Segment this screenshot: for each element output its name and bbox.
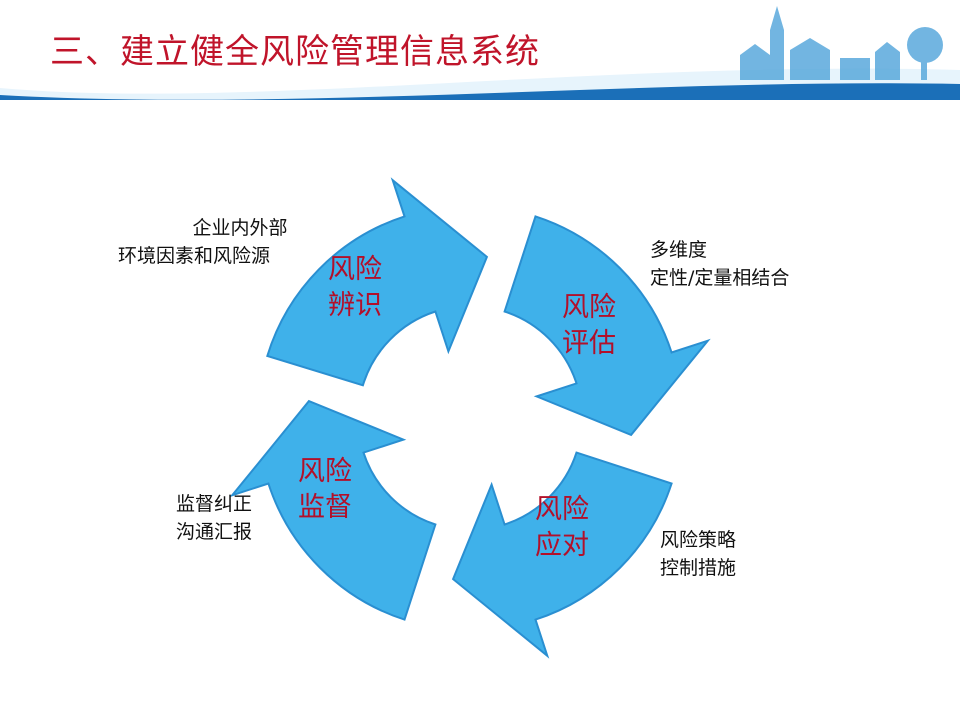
note-identify: 企业内外部 — [192, 217, 288, 239]
stage-label-monitor: 风险监督 — [298, 456, 352, 523]
note-monitor: 监督纠正沟通汇报 — [176, 493, 253, 543]
header-banner: 三、建立健全风险管理信息系统 — [0, 0, 960, 100]
arrow-identify — [266, 177, 489, 387]
page-title: 三、建立健全风险管理信息系统 — [50, 32, 540, 72]
stage-label-identify: 风险辨识 — [328, 254, 382, 321]
arrow-assess — [503, 215, 711, 437]
note-assess: 多维度定性/定量相结合 — [650, 239, 790, 289]
header-decoration — [0, 0, 960, 100]
stage-label-respond: 风险应对 — [535, 494, 589, 561]
arrow-respond — [451, 451, 673, 659]
note-identify-line2: 环境因素和风险源 — [118, 245, 271, 267]
town-silhouette-icon — [740, 6, 943, 80]
stage-label-assess: 风险评估 — [562, 292, 616, 359]
arrow-monitor — [229, 399, 437, 621]
cycle-arrows — [229, 177, 711, 659]
note-respond: 风险策略控制措施 — [660, 529, 737, 579]
